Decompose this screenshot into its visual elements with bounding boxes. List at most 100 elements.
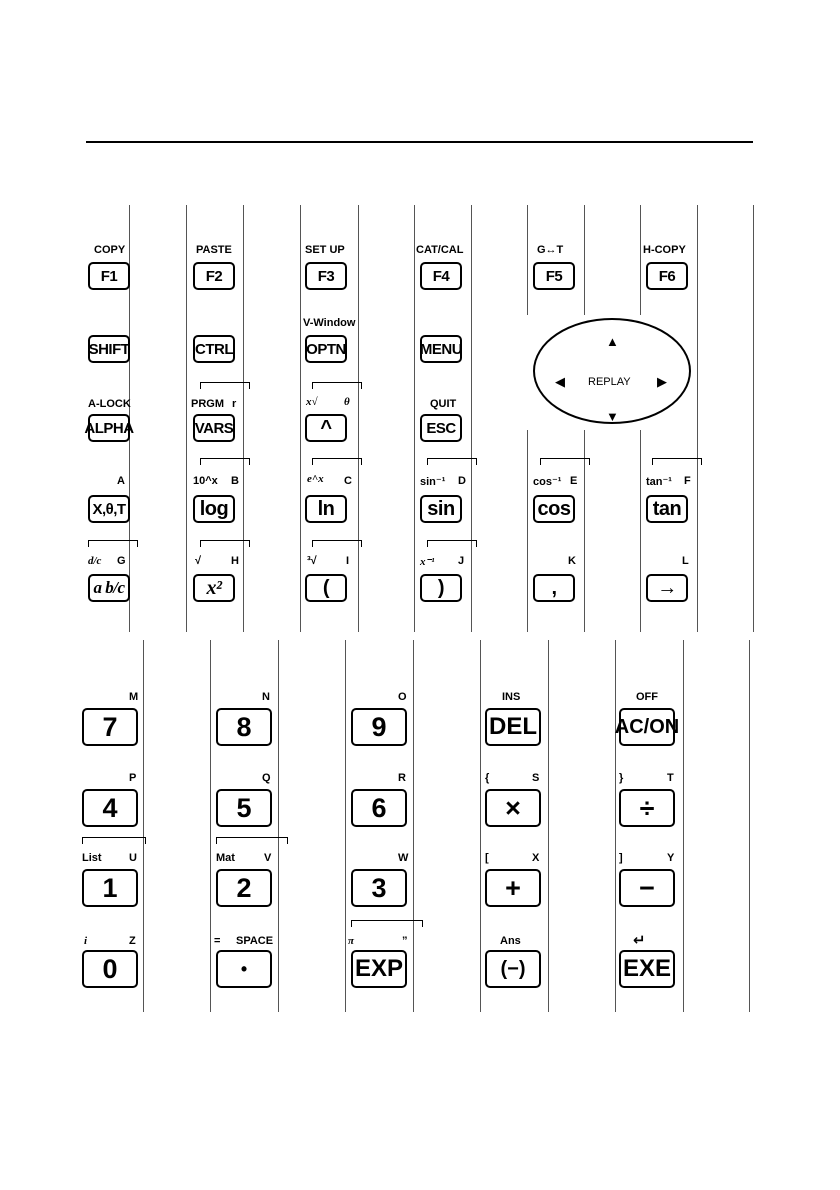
alpha-label: r xyxy=(232,398,237,410)
key-1[interactable]: 1 xyxy=(82,869,138,907)
key-2[interactable]: 2 xyxy=(216,869,272,907)
divider xyxy=(548,640,549,1012)
shift-label: } xyxy=(619,772,624,784)
ln-key[interactable]: ln xyxy=(305,495,347,523)
comma-key[interactable]: , xyxy=(533,574,575,602)
divider xyxy=(278,640,279,1012)
shift-label: A-LOCK xyxy=(88,398,131,410)
alpha-label: U xyxy=(129,852,137,864)
f3-key[interactable]: F3 xyxy=(305,262,347,290)
alpha-label: R xyxy=(398,772,406,784)
negative-key[interactable]: (−) xyxy=(485,950,541,988)
alpha-label: O xyxy=(398,691,407,703)
divider xyxy=(210,640,211,1012)
f6-key[interactable]: F6 xyxy=(646,262,688,290)
divider xyxy=(683,640,684,1012)
alpha-label: T xyxy=(667,772,674,784)
alpha-label: Q xyxy=(262,772,271,784)
divider xyxy=(480,640,481,1012)
shift-label: G↔T xyxy=(537,244,564,256)
f5-key[interactable]: F5 xyxy=(533,262,575,290)
alpha-key[interactable]: ALPHA xyxy=(84,414,134,442)
shift-label: Ans xyxy=(500,935,521,947)
shift-label: List xyxy=(82,852,102,864)
ac-on-key[interactable]: AC/ON xyxy=(615,708,679,746)
divider xyxy=(615,640,616,1012)
shift-key[interactable]: SHIFT xyxy=(88,335,130,363)
divide-key[interactable]: ÷ xyxy=(619,789,675,827)
left-arrow-icon[interactable]: ◀ xyxy=(555,374,565,389)
alpha-label: Y xyxy=(667,852,675,864)
f1-key[interactable]: F1 xyxy=(88,262,130,290)
exe-key[interactable]: EXE xyxy=(619,950,675,988)
bracket xyxy=(312,382,362,389)
shift-label: SET UP xyxy=(305,244,345,256)
alpha-label: J xyxy=(458,555,465,567)
key-0[interactable]: 0 xyxy=(82,950,138,988)
alpha-label: G xyxy=(117,555,126,567)
esc-key[interactable]: ESC xyxy=(420,414,462,442)
key-4[interactable]: 4 xyxy=(82,789,138,827)
key-6[interactable]: 6 xyxy=(351,789,407,827)
open-paren-key[interactable]: ( xyxy=(305,574,347,602)
shift-label: d/c xyxy=(88,555,102,567)
key-3[interactable]: 3 xyxy=(351,869,407,907)
menu-key[interactable]: MENU xyxy=(420,335,463,363)
up-arrow-icon[interactable]: ▲ xyxy=(606,334,619,349)
right-arrow-icon[interactable]: ▶ xyxy=(657,374,667,389)
tan-key[interactable]: tan xyxy=(646,495,688,523)
shift-label: π xyxy=(348,935,355,947)
alpha-label: D xyxy=(458,475,466,487)
shift-label: sin⁻¹ xyxy=(420,476,446,488)
divider xyxy=(413,640,414,1012)
cos-key[interactable]: cos xyxy=(533,495,575,523)
fraction-key[interactable]: a b/c xyxy=(88,574,130,602)
assign-arrow-key[interactable]: → xyxy=(646,574,688,602)
shift-label: 10^x xyxy=(193,475,218,487)
close-paren-key[interactable]: ) xyxy=(420,574,462,602)
vars-key[interactable]: VARS xyxy=(193,414,235,442)
shift-label: { xyxy=(485,772,490,784)
divider xyxy=(143,640,144,1012)
key-8[interactable]: 8 xyxy=(216,708,272,746)
bracket xyxy=(427,458,477,465)
f2-key[interactable]: F2 xyxy=(193,262,235,290)
shift-label: [ xyxy=(485,852,489,864)
key-7[interactable]: 7 xyxy=(82,708,138,746)
bracket xyxy=(312,540,362,547)
log-key[interactable]: log xyxy=(193,495,235,523)
sin-key[interactable]: sin xyxy=(420,495,462,523)
del-key[interactable]: DEL xyxy=(485,708,541,746)
ctrl-key[interactable]: CTRL xyxy=(193,335,235,363)
divider xyxy=(345,640,346,1012)
alpha-label: E xyxy=(570,475,578,487)
bracket xyxy=(200,540,250,547)
multiply-key[interactable]: × xyxy=(485,789,541,827)
alpha-label: L xyxy=(682,555,689,567)
shift-label: PASTE xyxy=(196,244,232,256)
square-key[interactable]: x² xyxy=(193,574,235,602)
alpha-label: M xyxy=(129,691,139,703)
plus-key[interactable]: + xyxy=(485,869,541,907)
alpha-label: K xyxy=(568,555,576,567)
bracket xyxy=(216,837,288,844)
alpha-label: SPACE xyxy=(236,935,274,947)
divider xyxy=(640,205,641,315)
bracket xyxy=(427,540,477,547)
x-theta-t-key[interactable]: X,θ,T xyxy=(88,495,130,523)
alpha-label: I xyxy=(346,555,350,567)
exp-key[interactable]: EXP xyxy=(351,950,407,988)
optn-key[interactable]: OPTN xyxy=(305,335,347,363)
shift-label: COPY xyxy=(94,244,126,256)
alpha-label: θ xyxy=(344,396,350,408)
minus-key[interactable]: − xyxy=(619,869,675,907)
key-9[interactable]: 9 xyxy=(351,708,407,746)
down-arrow-icon[interactable]: ▼ xyxy=(606,409,619,424)
replay-pad[interactable] xyxy=(533,318,691,424)
power-key[interactable]: ^ xyxy=(305,414,347,442)
key-5[interactable]: 5 xyxy=(216,789,272,827)
f4-key[interactable]: F4 xyxy=(420,262,462,290)
divider xyxy=(358,205,359,632)
decimal-point-key[interactable]: • xyxy=(216,950,272,988)
bracket xyxy=(200,382,250,389)
